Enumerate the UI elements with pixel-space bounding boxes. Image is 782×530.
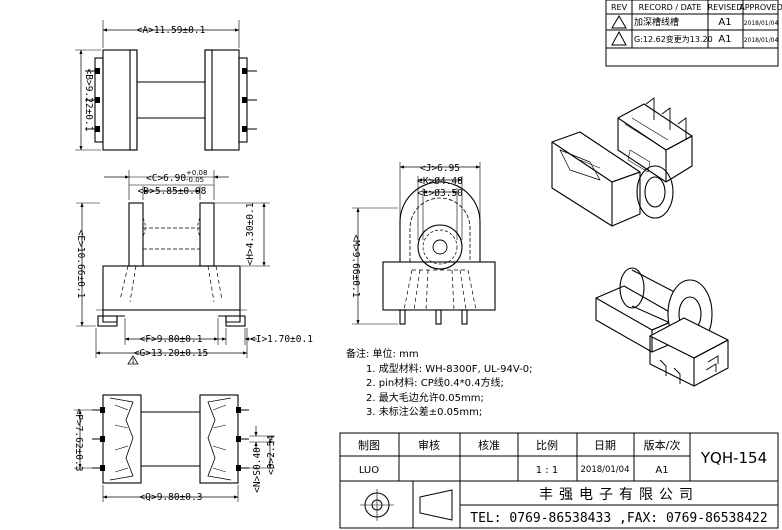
iso-view-top (551, 97, 693, 227)
rev-triangle-icon (611, 15, 627, 46)
rev-row1-revised: A1 (718, 17, 731, 28)
dim-C-label: <C>6.90 (146, 173, 186, 184)
tb-company-name: 丰强电子有限公司 (539, 487, 699, 503)
dim-O-label: <O>2.54 (266, 435, 277, 475)
note-line-3: 2. 最大毛边允许0.05mm; (366, 392, 484, 404)
tb-header-draw: 制图 (358, 439, 380, 452)
tb-part-number: YQH-154 (700, 449, 767, 467)
title-block (339, 432, 779, 529)
front-view (76, 170, 270, 365)
tb-header-approve: 核准 (478, 438, 500, 452)
note-line-2: 2. pin材料: CP线0.4*0.4方线; (366, 378, 504, 389)
rev-row1-approved: 2018/01/04 (744, 20, 779, 27)
tb-value-scale: 1 : 1 (536, 465, 558, 476)
note-line-1: 1. 成型材料: WH-8300F, UL-94V-0; (366, 363, 533, 375)
tb-value-version: A1 (655, 465, 668, 476)
dim-L-label: <L>Ø3.50 (417, 188, 463, 199)
revision-table (605, 0, 779, 67)
projection-symbol-icon (360, 489, 453, 521)
side-view (352, 162, 496, 325)
rev-row2-approved: 2018/01/04 (744, 37, 779, 44)
note-line-4: 3. 未标注公差±0.05mm; (366, 407, 483, 418)
dim-Q-label: <Q>9.80±0.3 (140, 492, 203, 503)
dim-K-label: <K>Ø4.48 (417, 176, 463, 187)
dim-G-label: <G>13.20±0.15 (134, 348, 208, 359)
rev-header-revised: REVISED (708, 3, 743, 12)
notes-title: 备注: 单位: mm (346, 349, 419, 360)
dim-D-label: <D>5.85±0.08 (138, 186, 207, 197)
iso-view-bottom (595, 267, 729, 387)
notes-block: 备注: 单位: mm 1. 成型材料: WH-8300F, UL-94V-0; … (346, 348, 646, 421)
tb-value-draw: LUO (359, 465, 379, 476)
bottom-view (74, 394, 275, 502)
dim-J-label: <J>6.95 (420, 163, 460, 174)
tb-header-date: 日期 (594, 439, 616, 452)
rev-header-record: RECORD / DATE (639, 3, 702, 12)
dim-C-tol-up: +0.08 (186, 169, 207, 177)
dim-F-label: <F>9.80±0.1 (140, 334, 203, 345)
dim-N-label: <N>S0.40 (252, 447, 263, 493)
tb-header-version: 版本/次 (644, 438, 681, 452)
dim-P-label: <P>7.62±0.3 (73, 409, 84, 472)
top-view (75, 20, 257, 151)
rev-header-approved: APPROVED (739, 3, 782, 12)
tb-contact: TEL: 0769-86538433 ,FAX: 0769-86538422 (470, 511, 767, 526)
dim-B-label: <B>9.22±0.1 (83, 69, 94, 132)
dim-I-label: <I>1.70±0.1 (250, 334, 313, 345)
dim-C-tol-dn: -0.05 (186, 176, 204, 184)
tb-header-check: 审核 (418, 438, 440, 452)
dim-G-rev-mark: 1 (131, 358, 135, 365)
rev-header-rev: REV (611, 3, 628, 12)
dim-M-label: <M>9.66±0.1 (350, 235, 361, 298)
rev-row2-revised: A1 (718, 34, 731, 45)
dim-E-label: <E>10.66±0.1 (75, 230, 86, 299)
tb-value-date: 2018/01/04 (581, 465, 630, 475)
rev-row2-record: G:12.62变更为13.20 (634, 34, 713, 44)
dim-H-label: <H>4.30±0.1 (245, 202, 256, 265)
rev-row1-record: 加深槽线槽 (634, 16, 679, 28)
tb-header-scale: 比例 (536, 438, 558, 452)
dim-A-label: <A>11.59±0.1 (137, 25, 206, 36)
